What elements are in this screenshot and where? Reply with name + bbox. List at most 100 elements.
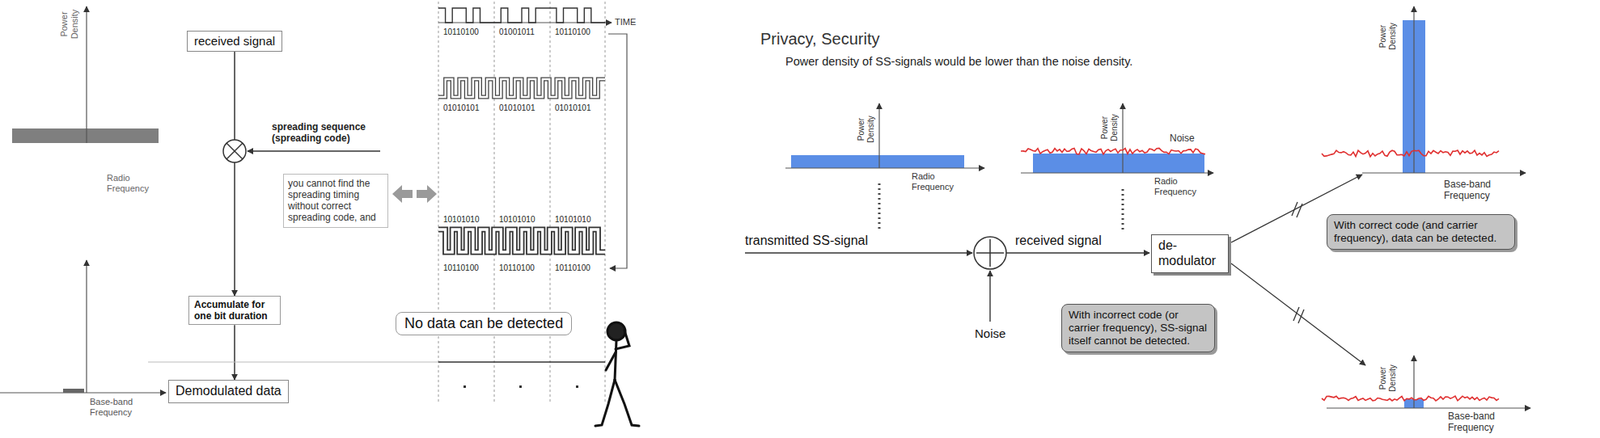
- axis-label: Power Density: [1378, 19, 1398, 54]
- wrong-code-waveform: [438, 229, 606, 253]
- callout-box: No data can be detected: [395, 312, 572, 336]
- flat-output-line: [438, 361, 606, 364]
- adder-symbol: [973, 237, 1007, 270]
- bit-sequence: 10110100: [443, 263, 479, 274]
- signal-label: transmitted SS-signal: [744, 232, 868, 249]
- bit-sequence: 10101010: [499, 215, 536, 225]
- rf-spectrum-plot: [1121, 103, 1123, 174]
- rf-spectrum-plot: [1032, 153, 1205, 174]
- baseband-spectrum-plot: [1413, 6, 1414, 174]
- demodulator-box: de-modulator: [1151, 234, 1229, 274]
- bit-boundary-lines: [605, 1, 606, 405]
- process-box: Accumulate for one bit duration: [188, 296, 281, 326]
- noise-traces: [1020, 148, 1499, 402]
- noise-label: Noise: [974, 326, 1006, 342]
- bit-sequence: 10101010: [554, 215, 592, 225]
- signal-label: spreading sequence (spreading code): [271, 121, 376, 145]
- time-axis: [438, 22, 612, 24]
- rf-spectrum-plot: [85, 6, 87, 144]
- bit-sequence: 01010101: [554, 103, 592, 114]
- wrong-code-waveform: [438, 229, 606, 253]
- baseband-spectrum-plot: [1326, 355, 1531, 409]
- code-waveform: [438, 79, 606, 98]
- sample-dots: [463, 385, 579, 389]
- separator-line: [148, 362, 441, 364]
- multiplier-symbol: [226, 143, 243, 160]
- waveforms: [438, 8, 606, 253]
- axis-label: Radio Frequency: [911, 171, 962, 193]
- bit-sequence: 01001011: [499, 27, 535, 38]
- bit-sequence: 10101010: [443, 215, 480, 225]
- confused-person: [595, 380, 615, 427]
- baseband-spectrum-plot: [1362, 6, 1526, 174]
- axis-label: Power Density: [856, 112, 877, 147]
- node-text: No data can be detected: [404, 315, 563, 333]
- multiplier-symbol: [223, 139, 246, 163]
- bit-boundary-lines: [494, 1, 496, 405]
- bit-boundary-lines: [438, 1, 440, 405]
- noise-trace: [1321, 150, 1499, 157]
- signal-chain: [989, 270, 991, 322]
- block-arrows: [416, 185, 437, 204]
- bit-sequence: 01010101: [443, 103, 480, 114]
- confused-person: [614, 380, 640, 427]
- noise-trace: [1020, 148, 1206, 155]
- block-arrows: [392, 185, 413, 204]
- noise-label: Noise: [1169, 132, 1195, 144]
- rf-spectrum-plot: [785, 167, 985, 169]
- callout-box: With correct code (and carrier frequency…: [1326, 214, 1516, 250]
- rf-spectrum-plot: [12, 128, 159, 144]
- axis-label: TIME: [614, 16, 636, 28]
- bit-sequence: 10110100: [443, 27, 479, 38]
- sample-dots: [519, 385, 522, 389]
- signal-label: received signal: [1015, 232, 1102, 249]
- output-box: Demodulated data: [168, 380, 289, 404]
- axis-label: Base-band Frequency: [1447, 410, 1503, 435]
- output-arrows: [1296, 203, 1303, 218]
- code-input-arrow: [247, 150, 381, 152]
- axis-label: Base-band Frequency: [1443, 178, 1499, 203]
- flow-arrow: [233, 325, 236, 381]
- axis-label: Power Density: [59, 6, 81, 43]
- bit-boundary-lines: [438, 1, 606, 405]
- panel-title: Privacy, Security: [760, 29, 880, 49]
- noise-trace: [1321, 396, 1499, 402]
- baseband-spectrum-plot: [63, 389, 85, 394]
- adder-symbol: [989, 239, 991, 267]
- note-box: you cannot find the spreading timing wit…: [283, 173, 389, 229]
- multiplier-symbol: [226, 143, 243, 160]
- output-arrows: [1298, 309, 1304, 324]
- multiplier-symbol: [223, 139, 246, 163]
- baseband-spectrum-plot: [85, 260, 87, 394]
- bit-boundary-lines: [550, 1, 551, 405]
- rf-spectrum-plot: [1121, 189, 1125, 230]
- sample-dots: [575, 385, 579, 389]
- rf-spectrum-plot: [878, 183, 881, 230]
- node-text: Accumulate for one bit duration: [194, 299, 276, 322]
- bit-sequence: 01010101: [499, 103, 536, 114]
- flow-arrow: [233, 51, 236, 297]
- rf-spectrum-plot: [791, 155, 965, 169]
- rf-spectrum-plot: [12, 6, 159, 144]
- node-text: Demodulated data: [175, 384, 282, 400]
- feedback-bracket: [608, 33, 627, 269]
- confused-person: [614, 340, 617, 381]
- bit-sequence: 10110100: [554, 27, 591, 38]
- output-arrows: [1291, 202, 1298, 216]
- node-text: With correct code (and carrier frequency…: [1333, 219, 1508, 246]
- rf-spectrum-plot: [785, 103, 985, 230]
- output-arrows: [1231, 263, 1366, 366]
- axis-label: Radio Frequency: [1154, 176, 1205, 198]
- confused-person: [615, 330, 630, 350]
- code-waveform: [438, 79, 606, 98]
- output-arrows: [1231, 174, 1366, 366]
- output-arrows: [1293, 307, 1300, 322]
- baseband-spectrum-plot: [1362, 172, 1526, 174]
- signal-chain: [744, 252, 973, 254]
- node-text: you cannot find the spreading timing wit…: [287, 177, 384, 225]
- rf-spectrum-plot: [1020, 103, 1214, 230]
- confused-person: [595, 322, 640, 427]
- block-arrows: [392, 185, 437, 204]
- sample-dots: [463, 385, 466, 389]
